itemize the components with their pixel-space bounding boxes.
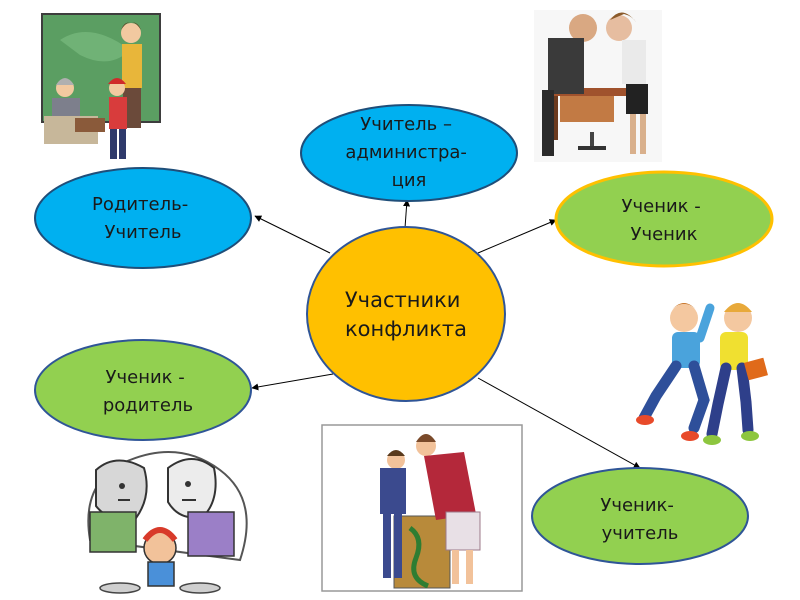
arrow-to-student-parent [251,373,334,391]
two-boys-fighting-icon [636,303,768,445]
arrow-to-student-teacher [477,377,641,469]
node-ellipse [34,167,252,269]
arrow-to-student-student [477,219,557,254]
arrow-to-parent-teacher [254,215,331,254]
node-label: Родитель- Учитель [92,194,194,243]
node-student-teacher: Ученик- учитель [531,467,749,565]
classroom-scene-icon [38,12,163,164]
node-ellipse [300,104,518,202]
teacher-student-argument-icon [321,424,523,592]
center-label: Участники конфликта [345,288,467,341]
node-student-parent: Ученик - родитель [34,339,252,441]
node-teacher-administration: Учитель – администра- ция [300,104,518,202]
arrow-to-teacher-administration [403,199,411,229]
node-ellipse [34,339,252,441]
center-ellipse [306,226,506,402]
node-student-student: Ученик - Ученик [554,170,774,268]
face-off-photo-icon [534,10,662,162]
node-label: Ученик- учитель [600,495,679,544]
family-argument-icon [87,451,248,594]
node-label: Ученик - Ученик [622,196,707,245]
node-parent-teacher: Родитель- Учитель [34,167,252,269]
node-ellipse [531,467,749,565]
node-label: Учитель – администра- ция [345,114,472,191]
center-node: Участники конфликта [306,226,506,402]
connectors [251,199,641,469]
node-label: Ученик - родитель [103,367,193,416]
node-ellipse [554,170,774,268]
